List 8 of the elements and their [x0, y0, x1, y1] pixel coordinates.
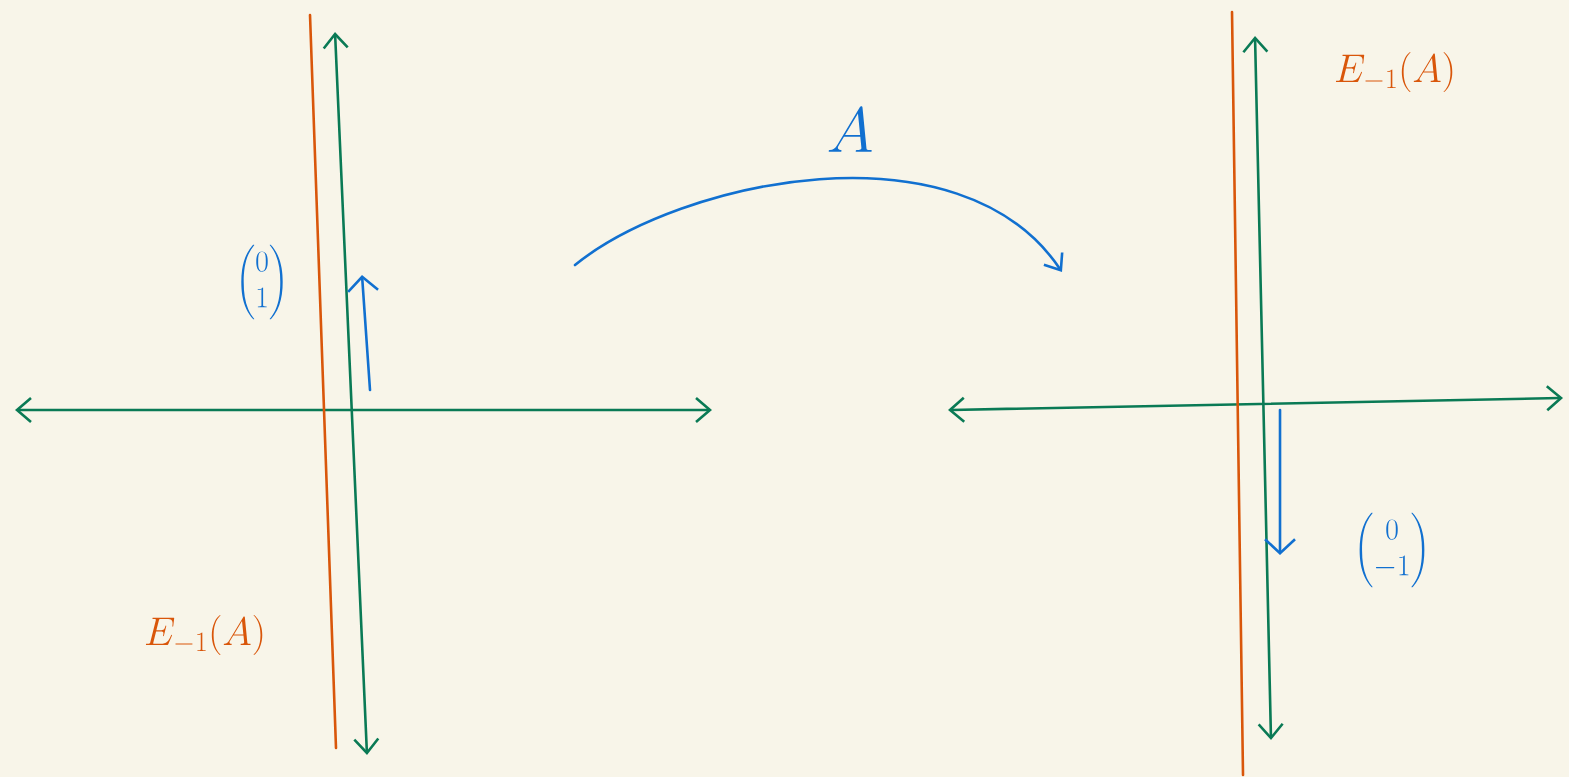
mapping-arrow: [573, 177, 1064, 272]
coordinate-axes-drawing: [15, 32, 712, 755]
vector-label: $\begin{pmatrix}0\\-1\end{pmatrix}$: [1359, 512, 1425, 588]
edge-label: $A$: [828, 106, 872, 152]
vector-label: $\begin{pmatrix}0\\1\end{pmatrix}$: [241, 244, 283, 320]
coordinate-axes-drawing: [948, 36, 1563, 740]
eigenspace-label: $E_{-1}(A)$: [145, 615, 263, 655]
eigenspace-label: $E_{-1}(A)$: [1335, 52, 1453, 92]
